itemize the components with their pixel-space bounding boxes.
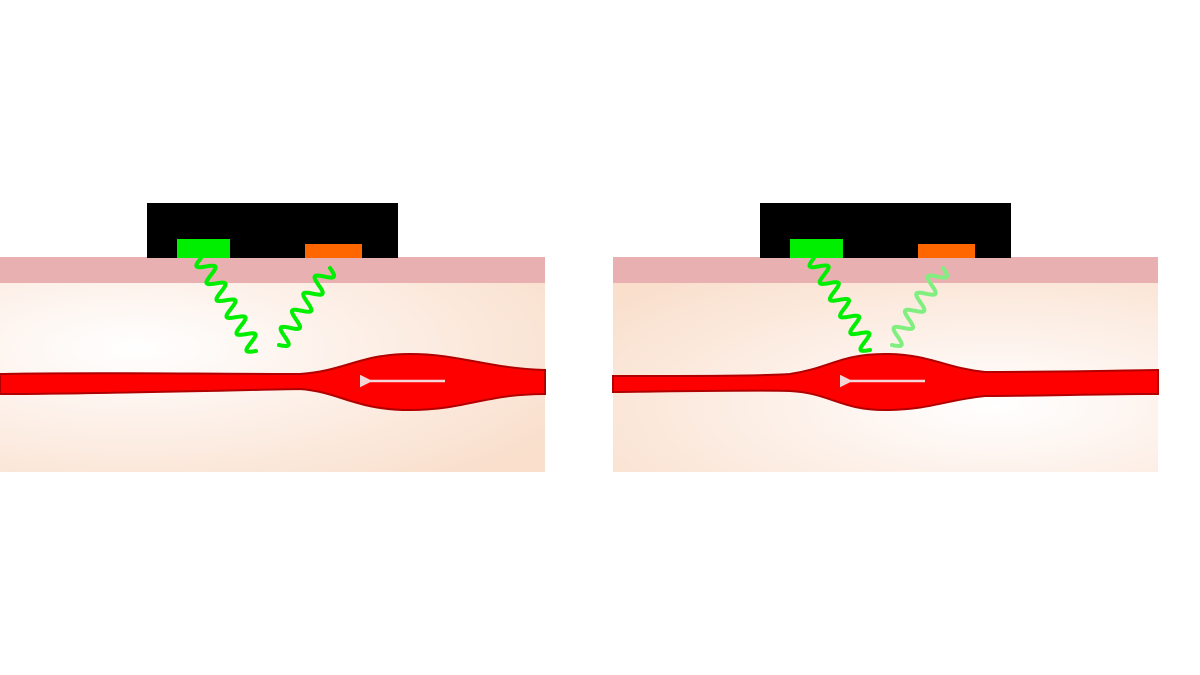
incident-light-wave-icon (194, 256, 258, 354)
incident-light-wave-icon (807, 256, 872, 353)
photodetector (305, 244, 362, 258)
reflected-light-wave-icon (277, 266, 337, 348)
panel-left (0, 203, 546, 472)
panel-right (612, 203, 1159, 472)
photodetector (918, 244, 975, 258)
skin-surface (613, 257, 1158, 283)
led-emitter (177, 239, 230, 258)
reflected-light-wave-icon (890, 266, 950, 348)
skin-surface (0, 257, 545, 283)
artery (0, 352, 546, 412)
led-emitter (790, 239, 843, 258)
